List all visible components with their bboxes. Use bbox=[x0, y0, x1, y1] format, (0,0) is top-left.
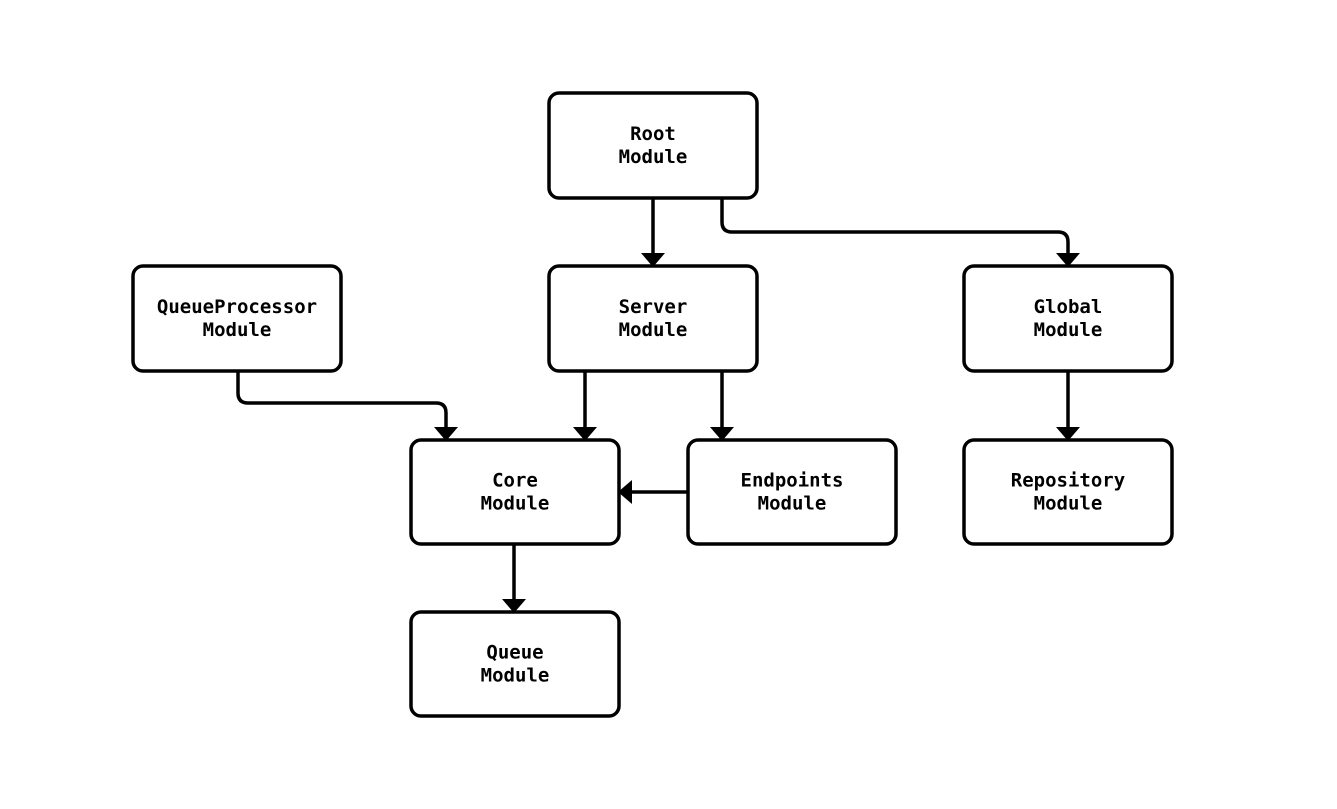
edge-root-to-global bbox=[720, 198, 1080, 267]
node-box bbox=[131, 264, 343, 373]
edge-queueprocessor-to-core bbox=[236, 371, 458, 441]
node-box bbox=[962, 264, 1174, 373]
node-box bbox=[547, 264, 759, 373]
node-box bbox=[409, 610, 621, 718]
node-box bbox=[409, 438, 621, 546]
edges-layer bbox=[236, 198, 1080, 613]
node-box bbox=[962, 438, 1174, 546]
node-box bbox=[547, 91, 759, 200]
node-box bbox=[686, 438, 898, 546]
